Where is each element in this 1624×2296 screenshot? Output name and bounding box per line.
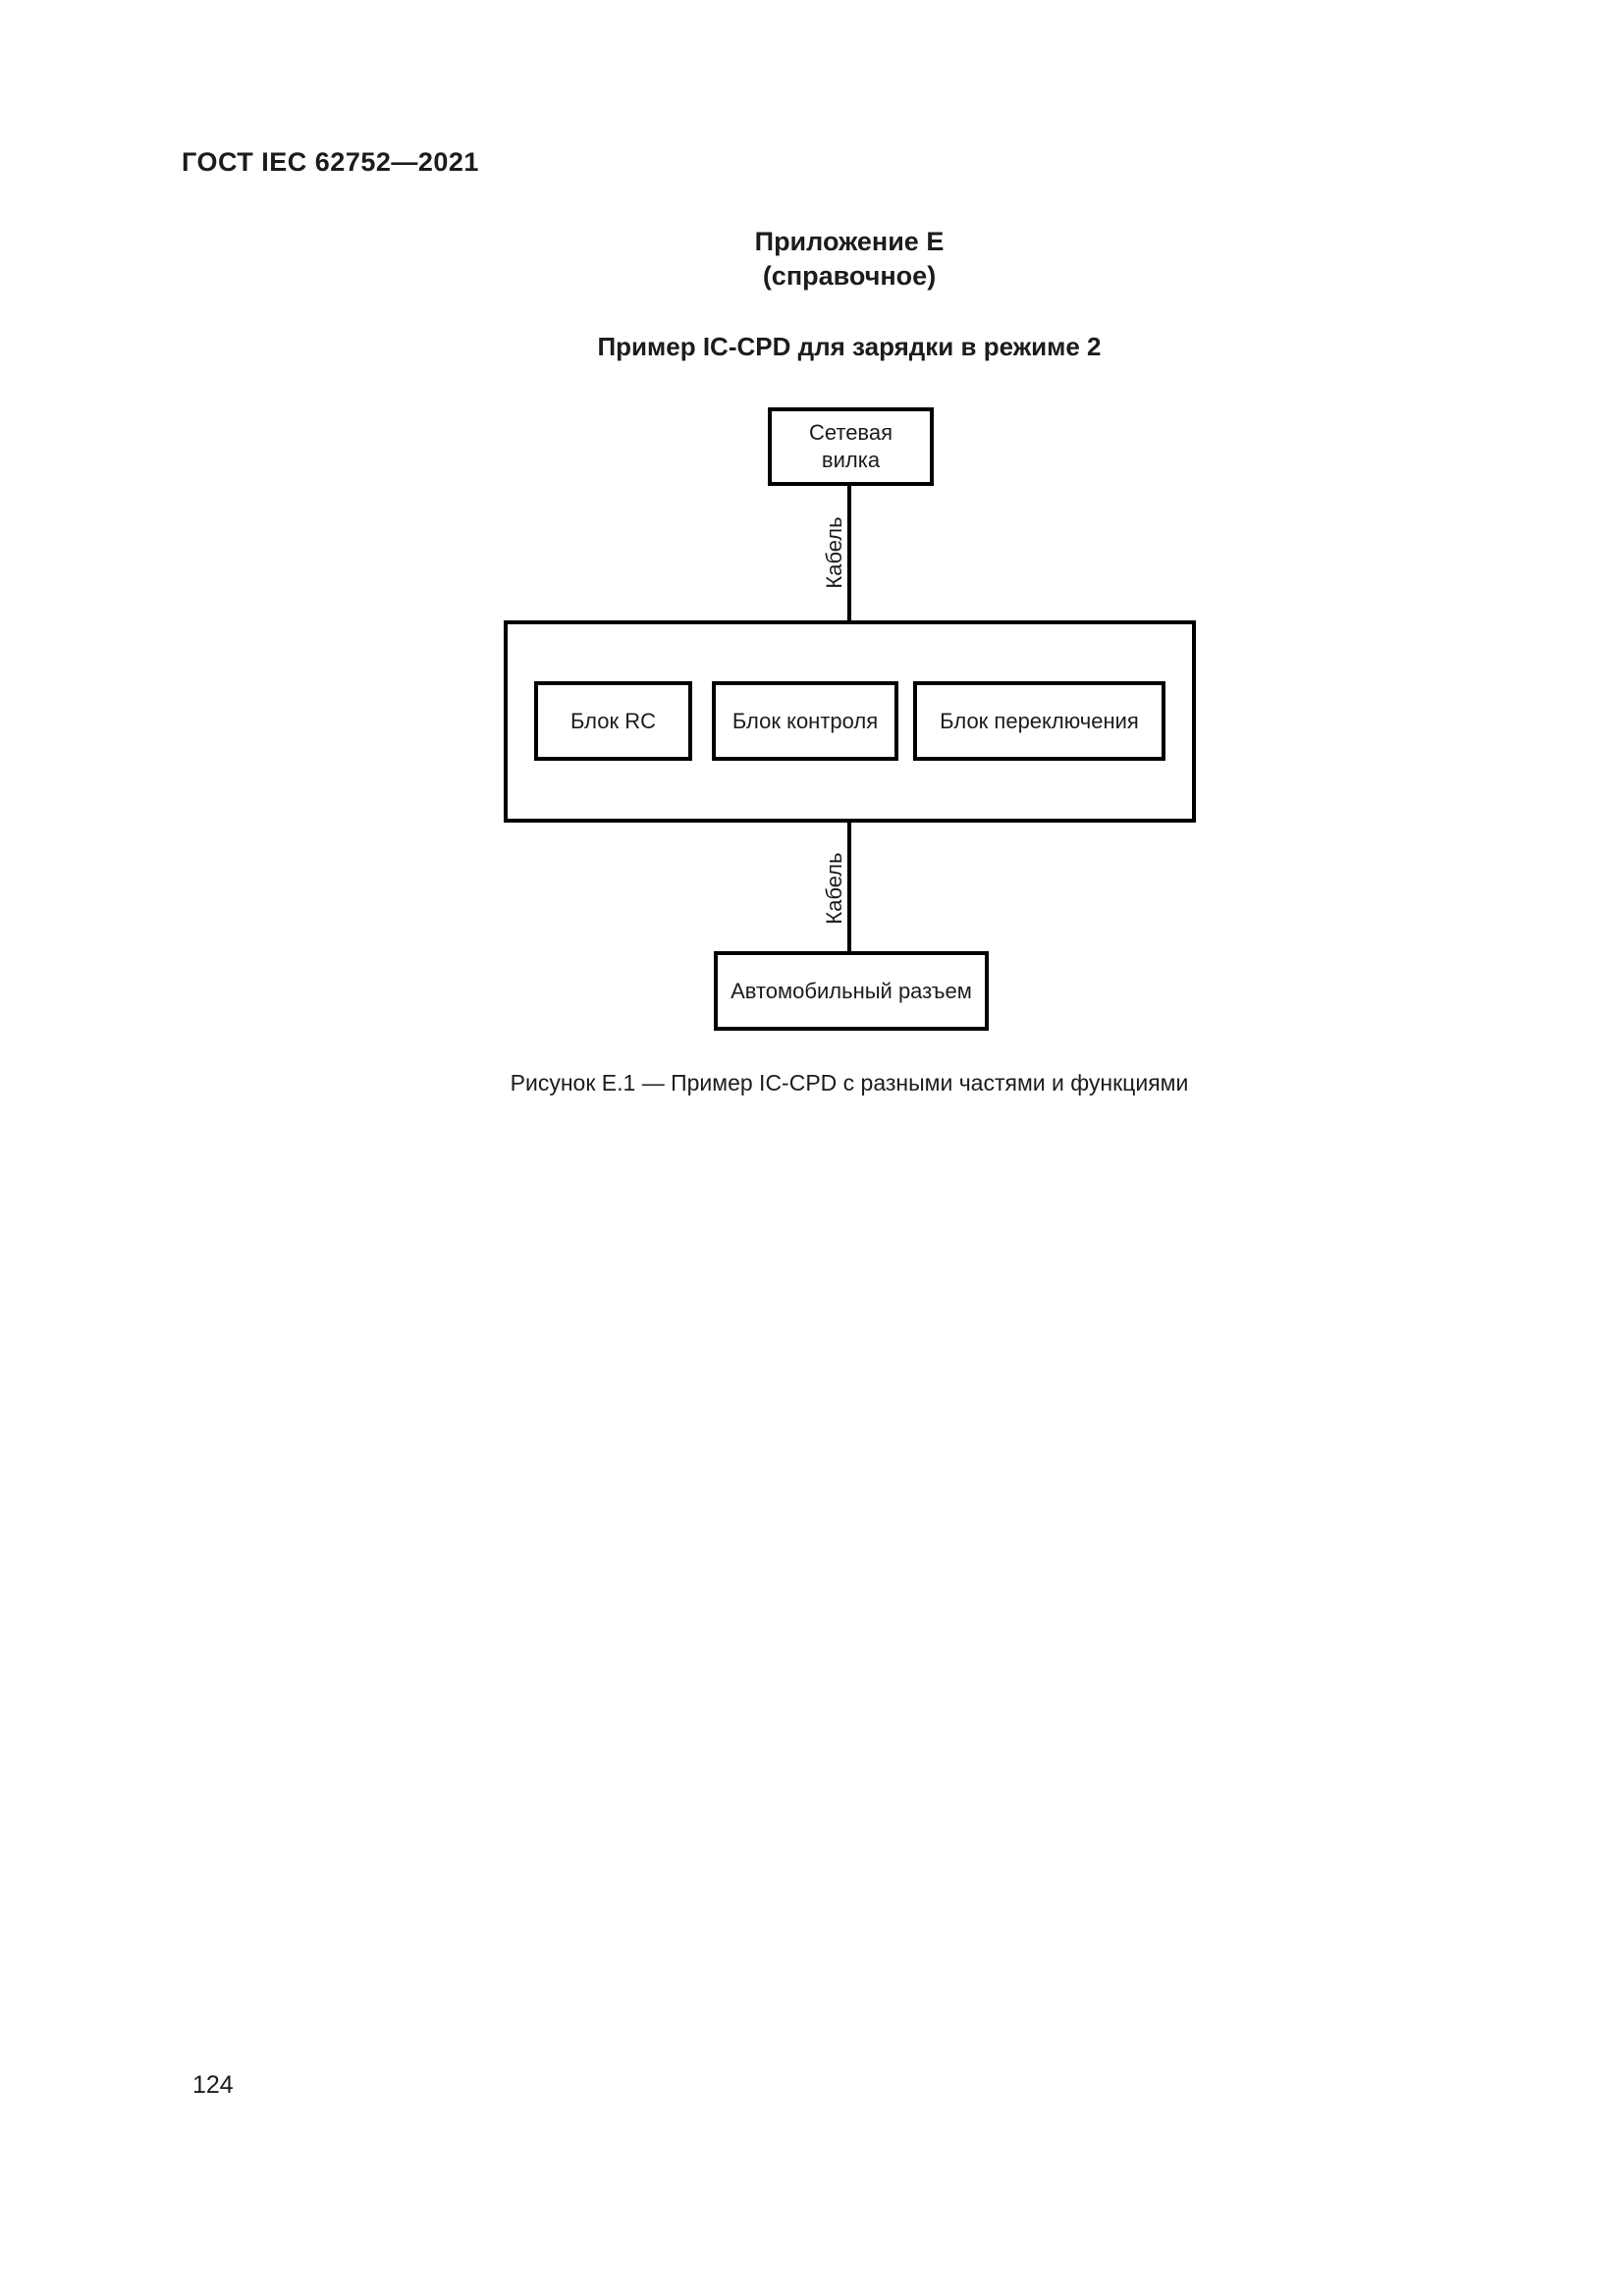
annex-title: Приложение Е — [754, 227, 945, 256]
page-number: 124 — [192, 2071, 234, 2099]
figure-caption: Рисунок Е.1 — Пример IC-CPD с разными ча… — [510, 1070, 1189, 1095]
diagram-box-switching-unit: Блок переключения — [913, 681, 1165, 761]
diagram-box-control-unit: Блок контроля — [712, 681, 898, 761]
cable-line-bottom — [847, 821, 851, 953]
cable-line-top — [847, 484, 851, 622]
diagram-box-rc-unit: Блок RC — [534, 681, 692, 761]
diagram-box-vehicle-connector: Автомобильный разъем — [714, 951, 989, 1031]
cable-label-top: Кабель — [822, 516, 846, 589]
document-header: ГОСТ IEC 62752—2021 — [182, 147, 479, 177]
annex-subtitle: (справочное) — [762, 261, 937, 291]
cable-label-bottom: Кабель — [822, 852, 846, 925]
diagram-box-mains-plug: Сетевая вилка — [768, 407, 934, 486]
figure-title: Пример IC-CPD для зарядки в режиме 2 — [597, 332, 1102, 361]
annex-heading: Приложение Е (справочное) — [75, 225, 1624, 294]
